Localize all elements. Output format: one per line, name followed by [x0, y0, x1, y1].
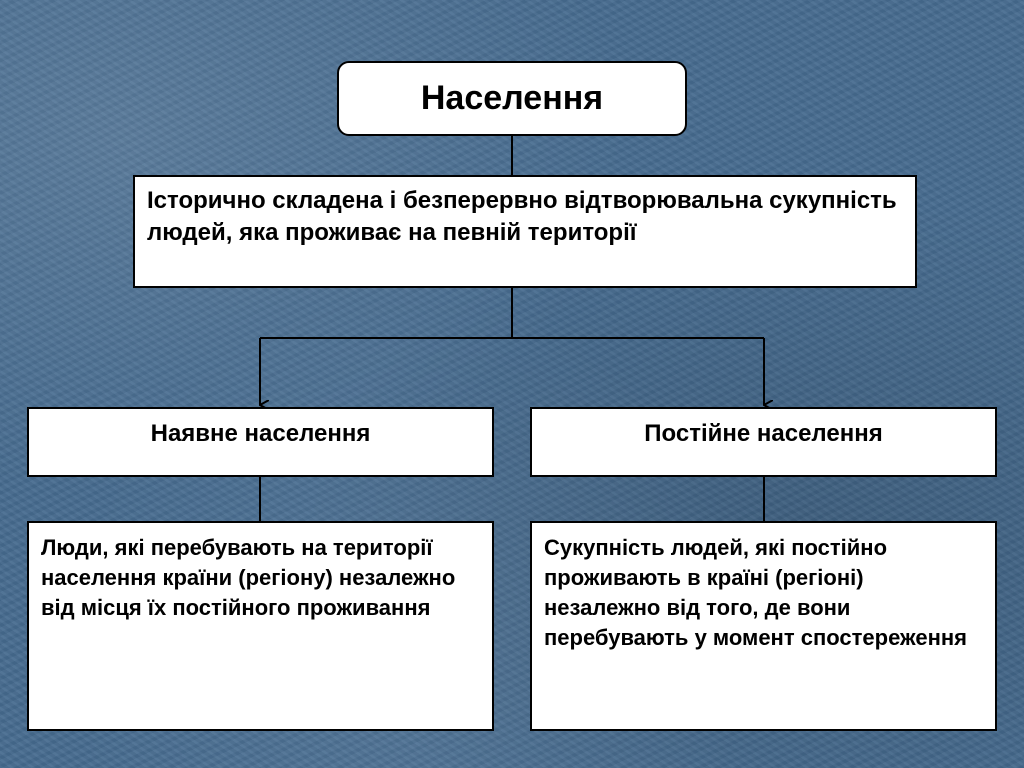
description-text-permanent-population: Сукупність людей, які постійно проживают…: [544, 535, 967, 650]
title-box: Населення: [337, 61, 687, 136]
definition-text: Історично складена і безперервно відтвор…: [147, 187, 897, 246]
description-box-present-population: Люди, які перебувають на території насел…: [27, 521, 494, 731]
description-box-permanent-population: Сукупність людей, які постійно проживают…: [530, 521, 997, 731]
definition-box: Історично складена і безперервно відтвор…: [133, 175, 917, 288]
heading-box-permanent-population: Постійне населення: [530, 407, 997, 477]
heading-text-permanent-population: Постійне населення: [644, 420, 883, 447]
heading-box-present-population: Наявне населення: [27, 407, 494, 477]
heading-text-present-population: Наявне населення: [150, 420, 371, 447]
title-text: Населення: [420, 79, 604, 117]
description-text-present-population: Люди, які перебувають на території насел…: [41, 535, 456, 620]
